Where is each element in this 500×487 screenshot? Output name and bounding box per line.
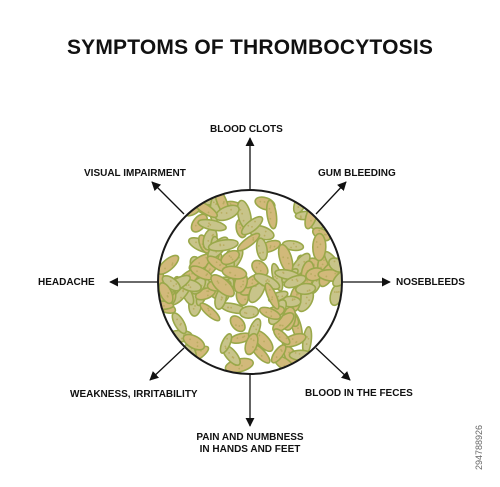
platelet-cell (210, 274, 235, 298)
label-pain-line-1: PAIN AND NUMBNESS (196, 432, 304, 443)
platelet-cell (240, 215, 264, 236)
arrow-weakness (149, 347, 185, 381)
label-pain-numbness: PAIN AND NUMBNESS IN HANDS AND FEET (182, 432, 318, 456)
platelet-cell (197, 218, 227, 232)
platelet-cell (220, 249, 241, 266)
platelet-cell (270, 344, 287, 364)
platelet-cell (258, 306, 282, 321)
platelet-cell (221, 265, 248, 280)
platelet-cell (255, 237, 269, 261)
label-headache: HEADACHE (38, 277, 95, 288)
platelet-cell (236, 232, 261, 252)
platelet-cell (207, 238, 239, 252)
platelet-cell (199, 302, 221, 322)
page-title: SYMPTOMS OF THROMBOCYTOSIS (66, 36, 434, 59)
platelet-cell (171, 312, 188, 335)
platelet-cell (273, 328, 291, 346)
platelet-cell (182, 333, 206, 351)
label-blood-in-feces: BLOOD IN THE FECES (305, 388, 413, 399)
arrow-gum-bleeding (315, 181, 347, 215)
platelet-cell (265, 199, 278, 230)
platelet-cell (311, 232, 327, 262)
stock-watermark: 294788926 (474, 424, 484, 470)
label-visual-impairment: VISUAL IMPAIRMENT (84, 168, 186, 179)
platelet-cell (239, 305, 260, 319)
platelet-cell (158, 282, 174, 305)
platelet-cell (283, 274, 307, 289)
platelet-cell (219, 333, 233, 354)
platelet-cell (253, 272, 281, 290)
label-gum-bleeding: GUM BLEEDING (318, 168, 396, 179)
label-weakness: WEAKNESS, IRRITABILITY (70, 389, 198, 400)
arrow-group (109, 137, 391, 427)
platelet-cluster (158, 190, 342, 374)
blood-circle (157, 189, 343, 375)
arrow-blood-in-feces (315, 347, 351, 381)
label-blood-clots: BLOOD CLOTS (210, 124, 283, 135)
label-pain-line-2: IN HANDS AND FEET (199, 444, 301, 455)
label-nosebleeds: NOSEBLEEDS (396, 277, 465, 288)
platelet-cell (294, 282, 317, 296)
platelet-cell (264, 282, 280, 310)
platelet-cell (229, 315, 246, 333)
arrow-visual-impairment (151, 181, 185, 215)
platelet-cell (244, 332, 259, 356)
